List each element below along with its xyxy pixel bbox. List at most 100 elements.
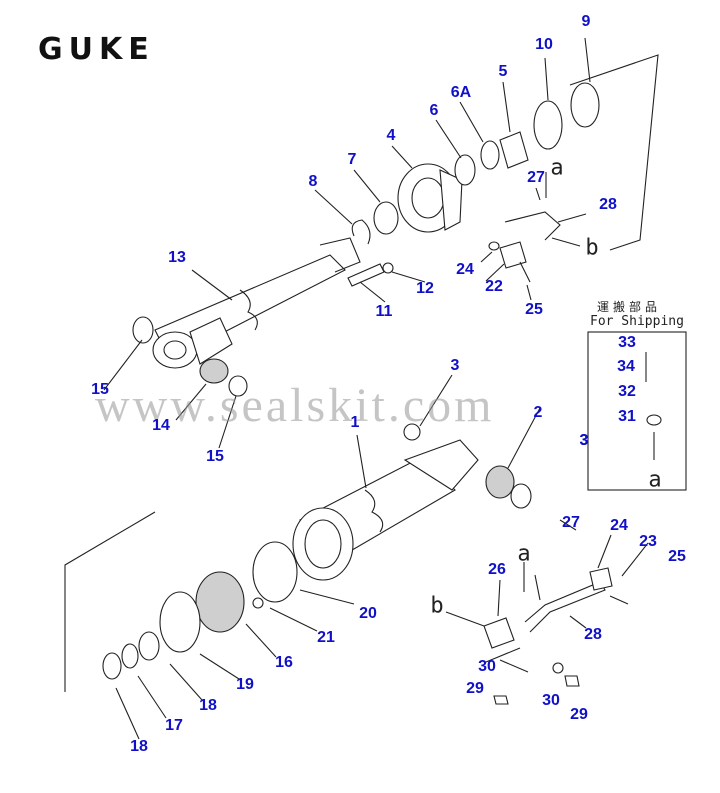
arrow-label: b [585,235,599,261]
callout-label: 12 [416,280,434,297]
shipping-label-en: For Shipping [590,314,684,329]
bolt-30 [499,659,529,673]
callout-label: 17 [165,717,183,734]
ring-18b [102,652,122,680]
callout-label: 10 [535,36,553,53]
snap-ring-8 [351,219,371,245]
backup-ring-10 [533,100,563,150]
callout-label: 26 [488,561,506,578]
callout-label: 30 [478,658,496,675]
clamp-22 [499,241,527,269]
bushing-5 [499,131,529,169]
nut-29-right [564,675,580,687]
callout-label: 25 [525,301,543,318]
callout-label: 4 [386,127,396,144]
callout-label: 11 [375,303,393,320]
packing-6 [454,154,476,186]
callout-label: 18 [199,697,217,714]
bolt-11 [347,263,385,287]
assembly-frame-upper [569,54,659,251]
seal-7 [373,201,399,235]
seal-20 [252,541,298,603]
callout-label: 33 [618,334,636,351]
wear-ring-19 [159,591,201,653]
bushing-2 [485,465,515,499]
callout-label: 6 [429,102,439,119]
callout-label: 27 [562,514,580,531]
callout-label: 27 [527,169,545,186]
callout-label: 9 [581,13,591,30]
callout-label: 23 [639,533,657,550]
bushing-14 [199,358,229,384]
seal-2 [510,483,532,509]
callout-label: 7 [347,151,357,168]
pipe-28-lower [524,581,606,633]
bolt-25-lower [609,595,629,605]
pipe-upper [504,211,561,241]
callout-label: 2 [533,404,543,421]
arrow-label: a [648,467,662,493]
arrow-label: a [517,541,531,567]
arrow-b-lower [445,611,485,627]
arrow-b-upper [551,237,581,247]
callout-label: 19 [236,676,254,693]
callout-label: 31 [618,408,636,425]
callout-label: 14 [152,417,170,434]
shipping-o-ring [646,414,662,426]
backup-ring-18 [138,631,160,661]
callout-label: 3 [579,432,589,449]
arrow-label: b [430,593,444,619]
callout-label: 24 [610,517,628,534]
callout-label: 18 [130,738,148,755]
callout-label: 20 [359,605,377,622]
flange-23 [589,567,613,591]
callout-label: 32 [618,383,636,400]
callout-label: 28 [584,626,602,643]
callout-label: 29 [466,680,484,697]
callout-label: 6A [450,84,472,101]
callout-label: 8 [308,173,318,190]
dust-seal-15b [228,375,248,397]
callout-label: 30 [542,692,560,709]
nut-29-left [493,695,509,705]
callout-label: 24 [456,261,474,278]
clamp-26 [483,617,515,649]
callout-label: 13 [168,249,186,266]
bushing-3 [403,423,421,441]
bolt-25-upper [519,261,531,283]
callout-label: 29 [570,706,588,723]
watermark: www.sealskit.com [95,379,495,432]
cylinder-tube [292,439,479,581]
leader-lines [103,37,649,740]
callout-label: 25 [668,548,686,565]
washer-30 [552,662,564,674]
washer-12 [382,262,394,274]
callout-label: 3 [579,432,589,449]
cylinder-head [397,163,463,233]
dust-seal-15 [132,316,154,344]
o-ring-24-upper [488,241,500,251]
callout-label: 1 [350,414,360,431]
nut-21 [252,597,264,609]
callout-label: 5 [498,63,508,80]
arrow-label: a [550,155,564,181]
buffer-ring-6a [480,140,500,170]
o-ring-9 [570,82,600,128]
callout-label: 16 [275,654,293,671]
pipe-27-lower [534,574,541,601]
ring-17 [121,643,139,669]
callout-label: 28 [599,196,617,213]
piston-16 [195,571,245,633]
callout-label: 15 [206,448,224,465]
callout-label: 15 [91,381,109,398]
callout-label: 34 [617,358,635,375]
piston-rod [152,237,361,369]
callout-label: 22 [485,278,503,295]
assembly-frame-lower [64,511,156,692]
brand-logo: GUKE [38,32,155,67]
shipping-parts-box [587,331,687,491]
callout-label: 3 [450,357,460,374]
shipping-label-jp: 運搬部品 [597,300,662,314]
